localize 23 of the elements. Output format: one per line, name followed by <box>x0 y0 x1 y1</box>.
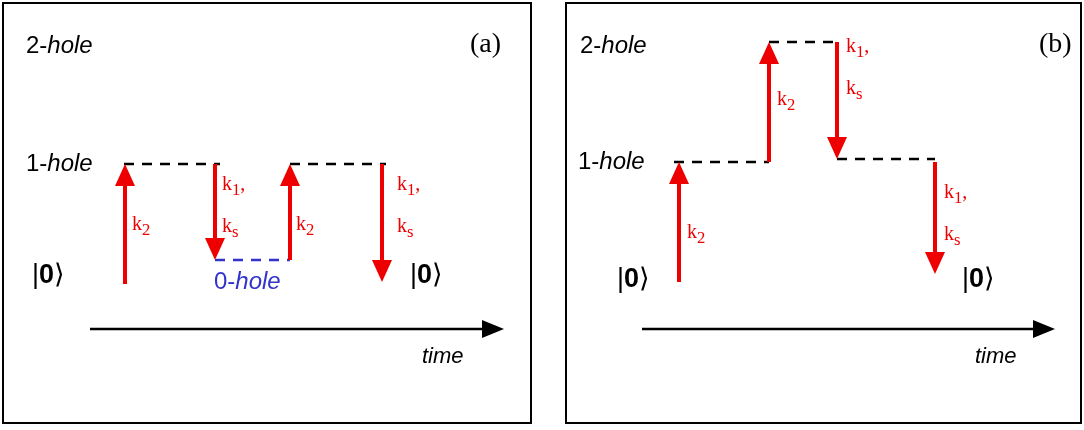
state-label: |0⟩ <box>410 260 444 290</box>
rate-label: k$_{2}$ <box>687 219 707 249</box>
axis-label: time <box>975 344 1017 369</box>
panel-label: (a) <box>470 28 502 59</box>
rate-label: k$_{1}$, k$_{s}$ <box>846 33 871 105</box>
diagram-panel <box>565 2 1082 424</box>
level-label: 2-hole <box>26 32 93 59</box>
rate-label: k$_{2}$ <box>777 86 797 116</box>
state-label: |0⟩ <box>617 264 651 294</box>
level-label: 2-hole <box>580 32 647 59</box>
rate-label: k$_{1}$, k$_{s}$ <box>397 171 422 243</box>
rate-label: k$_{2}$ <box>132 211 152 241</box>
level-label: 1-hole <box>578 148 645 175</box>
rate-label: k$_{1}$, k$_{s}$ <box>222 171 247 243</box>
axis-label: time <box>422 344 464 369</box>
diagram-panel <box>2 2 532 424</box>
level-label: 1-hole <box>26 150 93 177</box>
level-label: 0-hole <box>214 268 281 295</box>
rate-label: k$_{1}$, k$_{s}$ <box>944 179 969 251</box>
panel-label: (b) <box>1039 28 1072 59</box>
state-label: |0⟩ <box>962 264 996 294</box>
rate-label: k$_{2}$ <box>296 211 316 241</box>
state-label: |0⟩ <box>32 260 66 290</box>
